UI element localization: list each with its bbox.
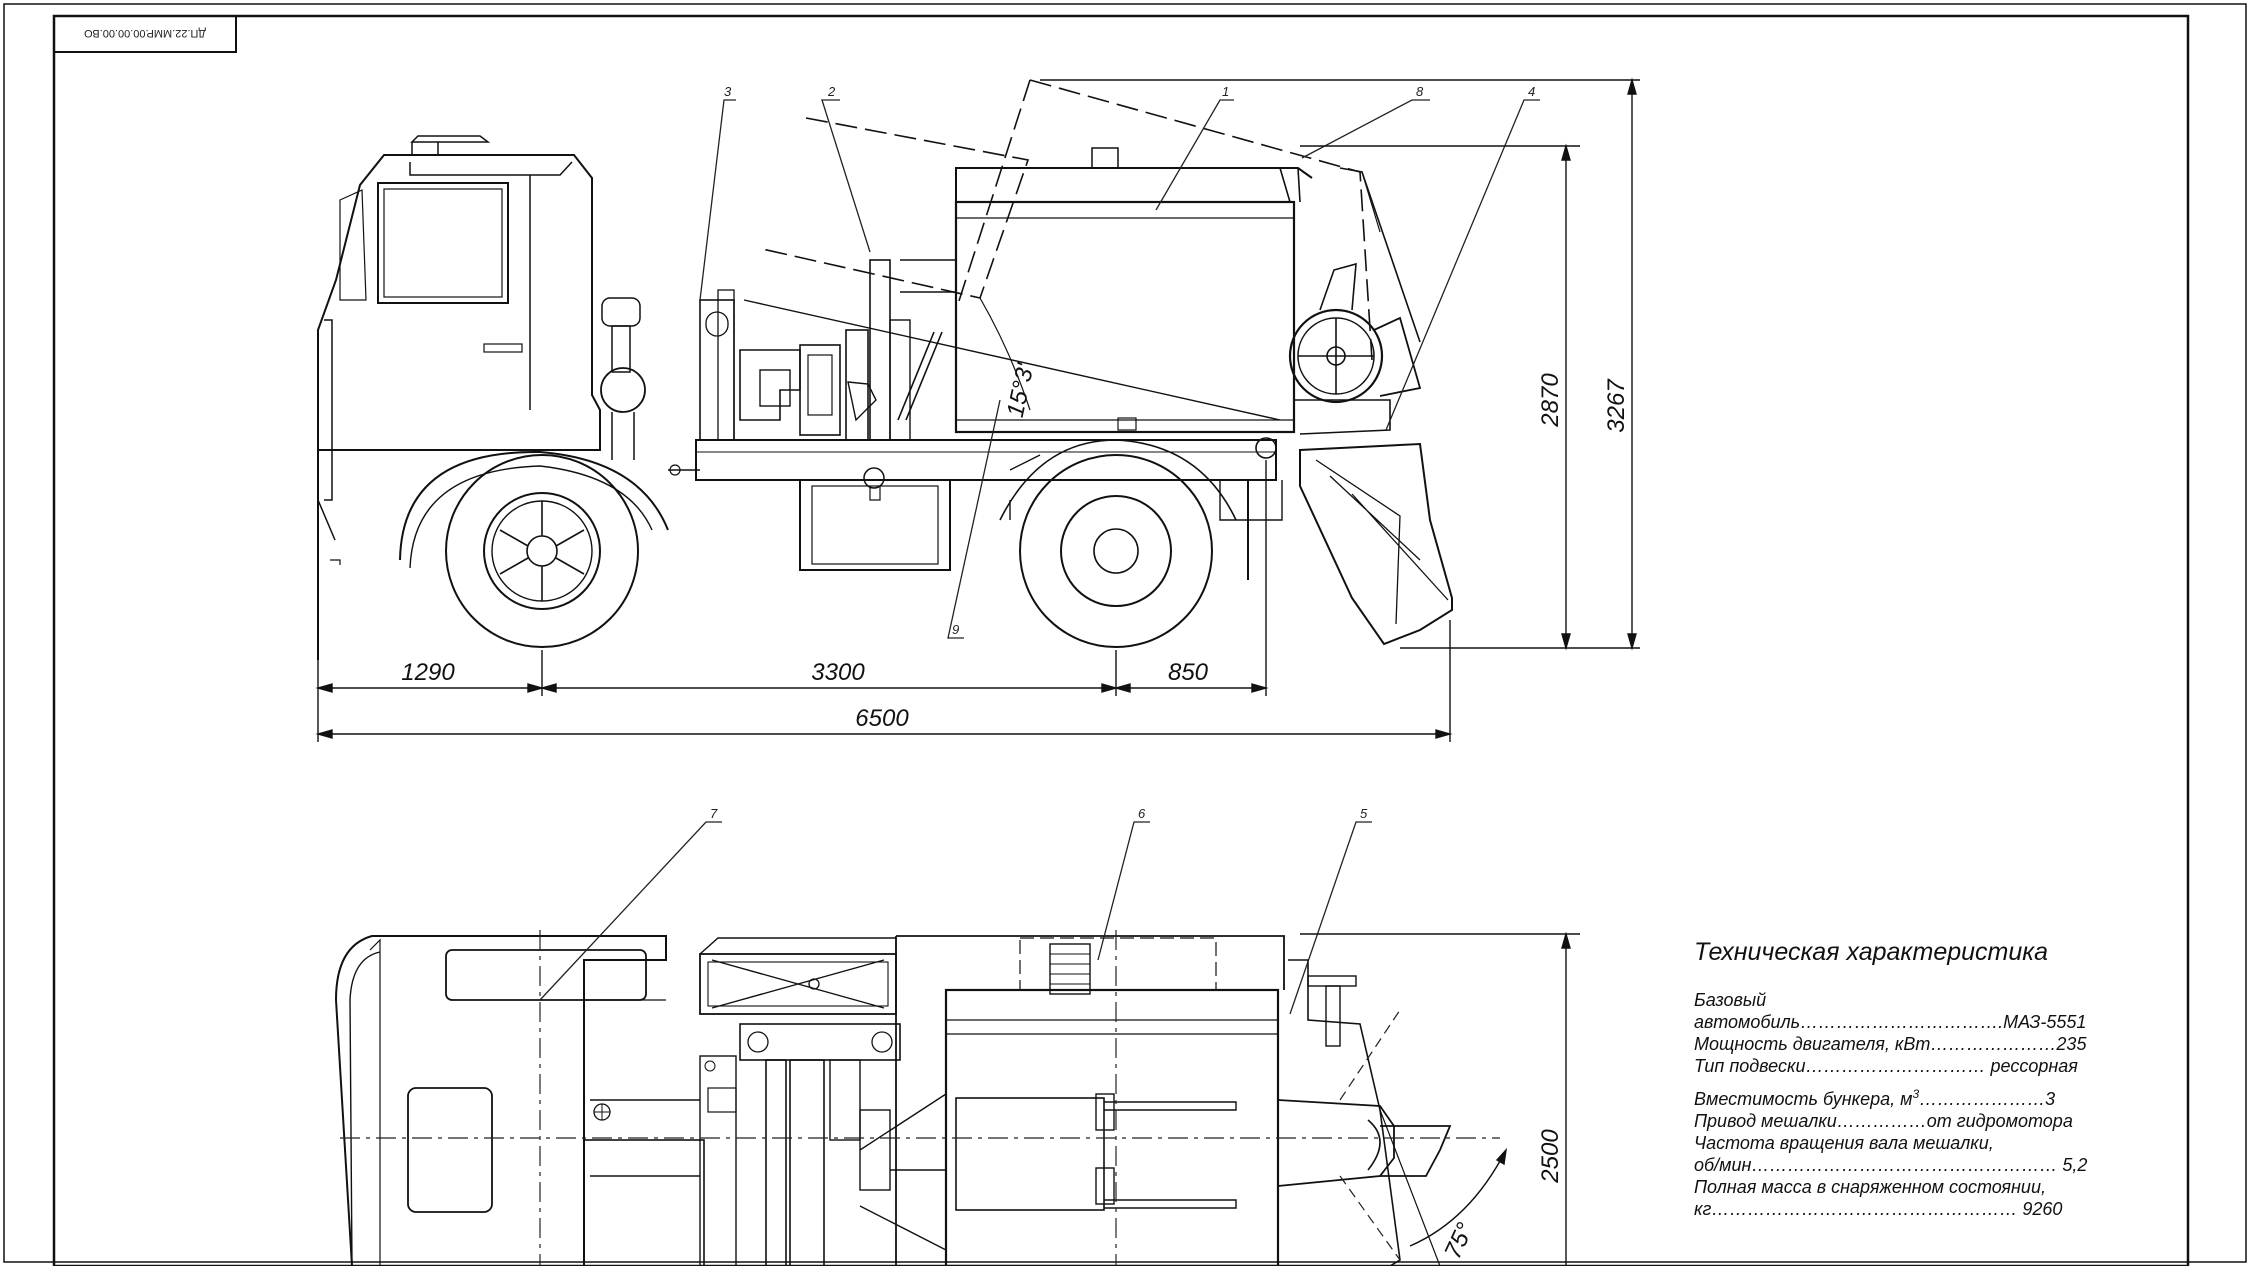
callout-3: 3 <box>724 84 732 99</box>
cab-window <box>377 182 509 304</box>
dim-width: 2500 <box>1537 1129 1564 1184</box>
top-cab <box>334 935 667 1266</box>
top-view-hidden <box>340 930 1500 1266</box>
callout-7: 7 <box>710 806 718 821</box>
hopper-body <box>954 200 1296 434</box>
spec-hopper-capacity-unit-power: 3 <box>1912 1087 1920 1101</box>
drawing-frame <box>52 14 2190 1266</box>
spec-suspension: Тип подвески………………………… рессорная <box>1694 1056 2078 1076</box>
title-stamp-box <box>53 15 237 53</box>
spec-total-mass-label: Полная масса в снаряженном состоянии, <box>1694 1177 2046 1197</box>
dim-height-body: 2870 <box>1537 373 1564 428</box>
spec-engine-power: Мощность двигателя, кВт…………………235 <box>1694 1034 2087 1054</box>
spec-hopper-capacity-label: Вместимость бункера, м <box>1694 1089 1913 1109</box>
side-view <box>317 79 1453 660</box>
spec-base-vehicle: автомобиль…………………………….МАЗ-5551 <box>1694 1012 2087 1032</box>
callout-6: 6 <box>1138 806 1146 821</box>
spec-mixer-speed-label: Частота вращения вала мешалки, <box>1694 1133 1994 1153</box>
callout-9: 9 <box>952 622 959 637</box>
dim-rear-overhang: 850 <box>1168 659 1209 686</box>
top-view <box>334 935 1452 1266</box>
rear-chute <box>1299 442 1453 646</box>
stamp-code: ДП.22.ММР.00.00.00.ВО <box>84 27 206 39</box>
technical-specs: Техническая характеристика Базовый автом… <box>1694 938 2134 1220</box>
dim-overall-length: 6500 <box>855 705 909 732</box>
callout-8: 8 <box>1416 84 1424 99</box>
sheet-border <box>3 3 2247 1263</box>
rear-wheel <box>1019 454 1213 648</box>
leader-lines-top <box>539 821 1372 1015</box>
spec-hopper-capacity: Вместимость бункера, м3…………………3 <box>1694 1083 2134 1110</box>
chassis-frame <box>695 439 1277 481</box>
front-wheel <box>445 454 639 648</box>
spec-mixer-drive: Привод мешалки……………от гидромотора <box>1694 1111 2073 1131</box>
top-hopper <box>944 988 1280 1266</box>
dim-tilt-angle: 15°3' <box>1002 360 1040 420</box>
spec-total-mass: кг…………………………………………… 9260 <box>1694 1199 2063 1219</box>
dim-wheelbase: 3300 <box>811 659 865 686</box>
leader-lines-side <box>699 99 1540 639</box>
dimension-lines-side <box>315 77 1640 742</box>
spinner-disc <box>1288 308 1384 404</box>
callout-4: 4 <box>1528 84 1535 99</box>
callout-1: 1 <box>1222 84 1229 99</box>
dim-front-overhang: 1290 <box>401 659 455 686</box>
callout-2: 2 <box>827 84 836 99</box>
specs-title: Техническая характеристика <box>1694 938 2048 966</box>
spec-mixer-speed: об/мин…………………………………………… 5,2 <box>1694 1155 2088 1175</box>
spec-hopper-capacity-value: …………………3 <box>1919 1089 2056 1109</box>
dimension-lines-top <box>1300 931 1580 1266</box>
callout-5: 5 <box>1360 806 1368 821</box>
spec-base-vehicle-label: Базовый <box>1694 990 1767 1010</box>
dim-height-total: 3267 <box>1603 378 1630 433</box>
cab-outline <box>317 154 601 660</box>
